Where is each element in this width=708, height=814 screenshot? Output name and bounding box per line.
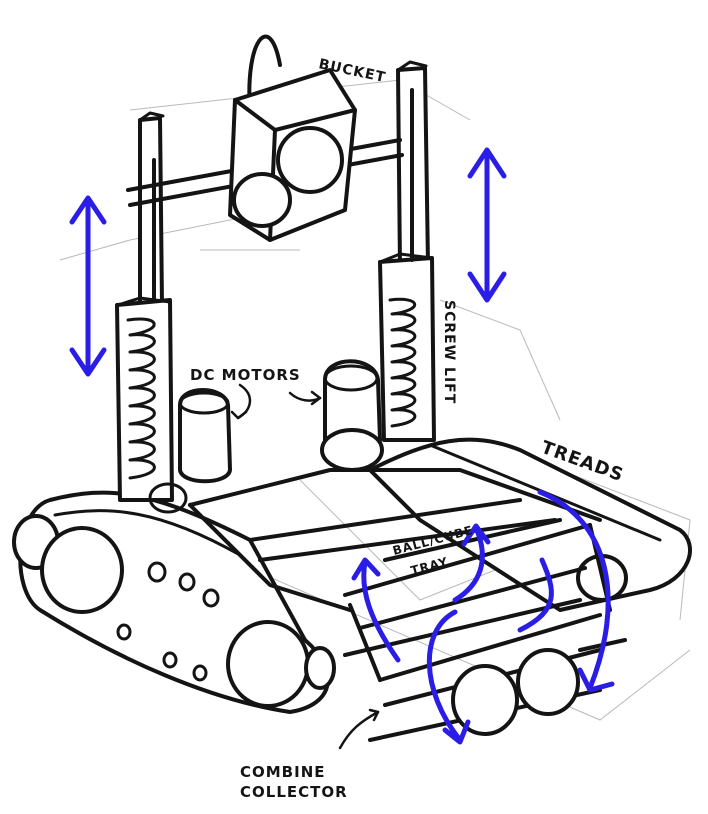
motion-arrows — [69, 147, 615, 745]
label-screw-lift: SCREW LIFT — [441, 300, 457, 404]
dc-motor-left — [178, 388, 232, 484]
left-big-wheel — [40, 526, 124, 614]
left-rear-wheel — [226, 620, 310, 708]
tray-arrow-3 — [517, 557, 554, 633]
tray-arrow-1 — [351, 557, 401, 663]
label-collector-line1: COMBINE — [240, 763, 326, 781]
label-collector-line2: COLLECTOR — [240, 783, 348, 801]
dc-motors — [148, 359, 384, 514]
lift-arrow-left — [69, 195, 107, 377]
label-dc-motors: DC MOTORS — [190, 366, 301, 384]
bucket-assembly — [126, 34, 404, 242]
combine-collector — [368, 638, 627, 742]
left-rear-idler — [304, 646, 336, 690]
bucket-ball-1 — [276, 126, 344, 194]
tread-arrow — [537, 489, 615, 693]
left-screw-lift — [115, 111, 174, 502]
tray-arrow-2 — [452, 523, 491, 603]
chassis-frame — [188, 468, 602, 612]
left-tread — [12, 490, 336, 714]
lift-arrow-right — [467, 147, 507, 303]
bucket-ball-2 — [232, 172, 292, 228]
collector-roller-left — [451, 664, 519, 736]
collector-roller-right — [516, 648, 580, 716]
label-tray-line2: TRAY — [409, 554, 450, 577]
collector-arrow — [426, 609, 471, 745]
leader-lines — [230, 383, 380, 750]
right-screw-lift — [378, 60, 436, 442]
